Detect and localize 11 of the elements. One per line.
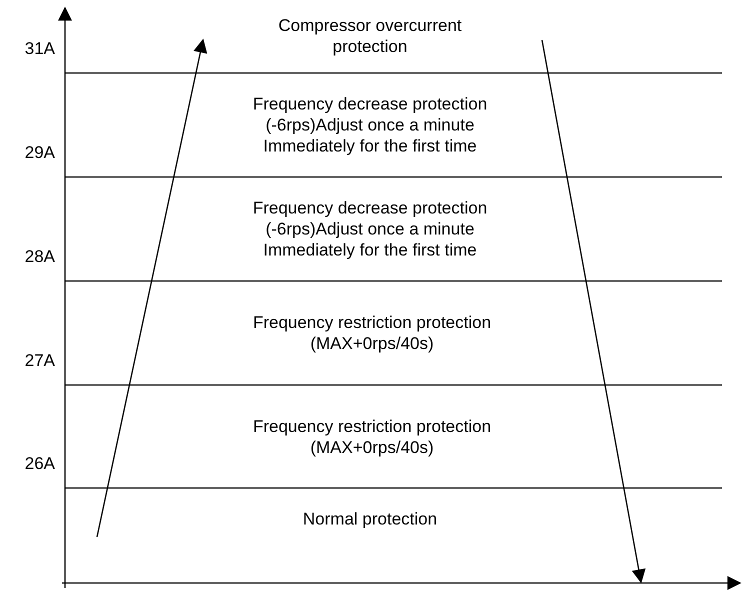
current-threshold-label: 28A <box>24 247 55 267</box>
current-threshold-label: 29A <box>24 143 55 163</box>
protection-zone-text: Compressor overcurrent protection <box>277 15 463 57</box>
current-threshold-label: 31A <box>24 39 55 59</box>
current-threshold-label: 27A <box>24 351 55 371</box>
protection-zone-text: Frequency decrease protection (-6rps)Adjust once a minute Immediately for the first time <box>252 94 488 156</box>
current-threshold-label: 26A <box>24 454 55 474</box>
protection-zone-text: Frequency restriction protection (MAX+0rps/40s) <box>252 416 492 458</box>
protection-zone-text: Frequency decrease protection (-6rps)Adjust once a minute Immediately for the first time <box>252 198 488 260</box>
protection-zone-text: Frequency restriction protection (MAX+0rps/40s) <box>252 312 492 354</box>
protection-zone-text: Normal protection <box>302 508 438 530</box>
